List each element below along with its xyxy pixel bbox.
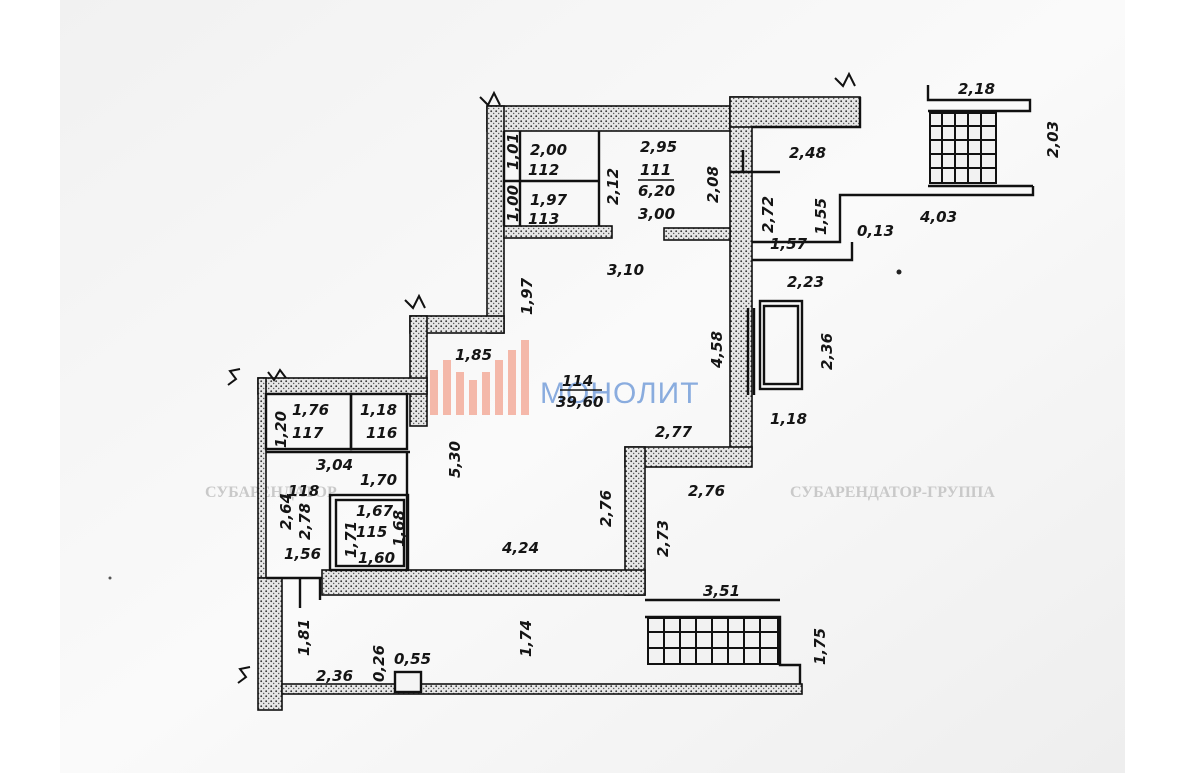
dim-2-36-a: 2,36: [818, 333, 836, 370]
dim-2-00: 2,00: [530, 141, 567, 159]
dim-1-85: 1,85: [455, 346, 492, 364]
dot-mark: [896, 269, 902, 275]
stair-treads-top: [929, 112, 997, 184]
dim-1-71: 1,71: [342, 521, 360, 558]
background-text: СУБАРЕНДАТОР СУБАРЕНДАТОР-ГРУППА: [205, 484, 995, 501]
dim-2-12: 2,12: [604, 168, 622, 205]
dim-2-48: 2,48: [789, 144, 826, 162]
dot-mark-2: [108, 576, 112, 580]
dim-3-51: 3,51: [703, 582, 740, 600]
dim-1-60: 1,60: [358, 549, 395, 567]
dim-2-72: 2,72: [759, 196, 777, 233]
dim-2-23: 2,23: [787, 273, 824, 291]
dim-2-73: 2,73: [654, 520, 672, 557]
dim-1-01: 1,01: [504, 133, 522, 170]
dim-0-13: 0,13: [857, 222, 894, 240]
watermark: МОНОЛИТ: [430, 340, 700, 415]
room-114-number: 114: [562, 372, 593, 390]
watermark-logo-icon: [430, 340, 529, 415]
dim-4-24: 4,24: [501, 539, 539, 557]
room-115-number: 115: [356, 523, 387, 541]
room-113-number: 113: [528, 210, 559, 228]
dim-1-68: 1,68: [390, 510, 408, 547]
dim-2-64: 2,64: [277, 493, 295, 530]
dim-2-76-b: 2,76: [597, 490, 615, 527]
dim-1-18-b: 1,18: [770, 410, 807, 428]
dim-3-10: 3,10: [607, 261, 644, 279]
bg-text-left: СУБАРЕНДАТОР: [205, 484, 337, 501]
bg-text-right: СУБАРЕНДАТОР-ГРУППА: [790, 484, 995, 501]
dim-1-74: 1,74: [517, 620, 535, 657]
dim-1-18-a: 1,18: [360, 401, 397, 419]
room-111-number: 111: [640, 161, 671, 179]
dim-0-26: 0,26: [370, 645, 388, 682]
dim-0-55: 0,55: [394, 650, 431, 668]
dim-1-97-a: 1,97: [530, 191, 568, 209]
dim-1-67: 1,67: [356, 502, 394, 520]
dim-1-00: 1,00: [504, 185, 522, 222]
break-marks: [227, 71, 856, 684]
dim-2-95: 2,95: [640, 138, 677, 156]
stair-treads-bottom: [647, 617, 779, 665]
dim-2-18: 2,18: [958, 80, 995, 98]
partitions: [264, 85, 1035, 694]
room-117-number: 117: [292, 424, 324, 442]
room-118-number: 118: [288, 482, 319, 500]
dim-3-00: 3,00: [638, 205, 675, 223]
dim-2-76-a: 2,76: [688, 482, 725, 500]
dim-1-76: 1,76: [292, 401, 329, 419]
dim-2-77: 2,77: [655, 423, 693, 441]
dim-5-30: 5,30: [446, 441, 464, 478]
dim-3-04: 3,04: [316, 456, 353, 474]
dim-1-70: 1,70: [360, 471, 397, 489]
dim-2-03: 2,03: [1044, 121, 1062, 158]
room-112-number: 112: [528, 161, 559, 179]
walls: [257, 96, 861, 711]
dim-2-78: 2,78: [296, 503, 314, 540]
watermark-text: МОНОЛИТ: [540, 377, 700, 410]
dimension-labels: 2,18 2,03 2,48 2,95 2,00 1,01 1,97 1,00 …: [272, 80, 1062, 685]
dim-1-57: 1,57: [770, 235, 808, 253]
room-labels: 111 6,20 112 113 114 39,60 116 117 118 1…: [288, 161, 675, 541]
room-111-area: 6,20: [638, 182, 675, 200]
dim-1-55: 1,55: [812, 198, 830, 235]
dim-2-36-b: 2,36: [316, 667, 353, 685]
dim-2-08: 2,08: [704, 166, 722, 203]
dim-1-20: 1,20: [272, 411, 290, 448]
room-114-area: 39,60: [556, 393, 603, 411]
dim-4-58: 4,58: [708, 331, 726, 369]
dim-1-56: 1,56: [284, 545, 321, 563]
dim-1-81: 1,81: [295, 619, 313, 656]
dim-4-03: 4,03: [919, 208, 957, 226]
dim-1-97-b: 1,97: [518, 277, 536, 315]
dim-1-75: 1,75: [811, 628, 829, 665]
room-116-number: 116: [366, 424, 397, 442]
